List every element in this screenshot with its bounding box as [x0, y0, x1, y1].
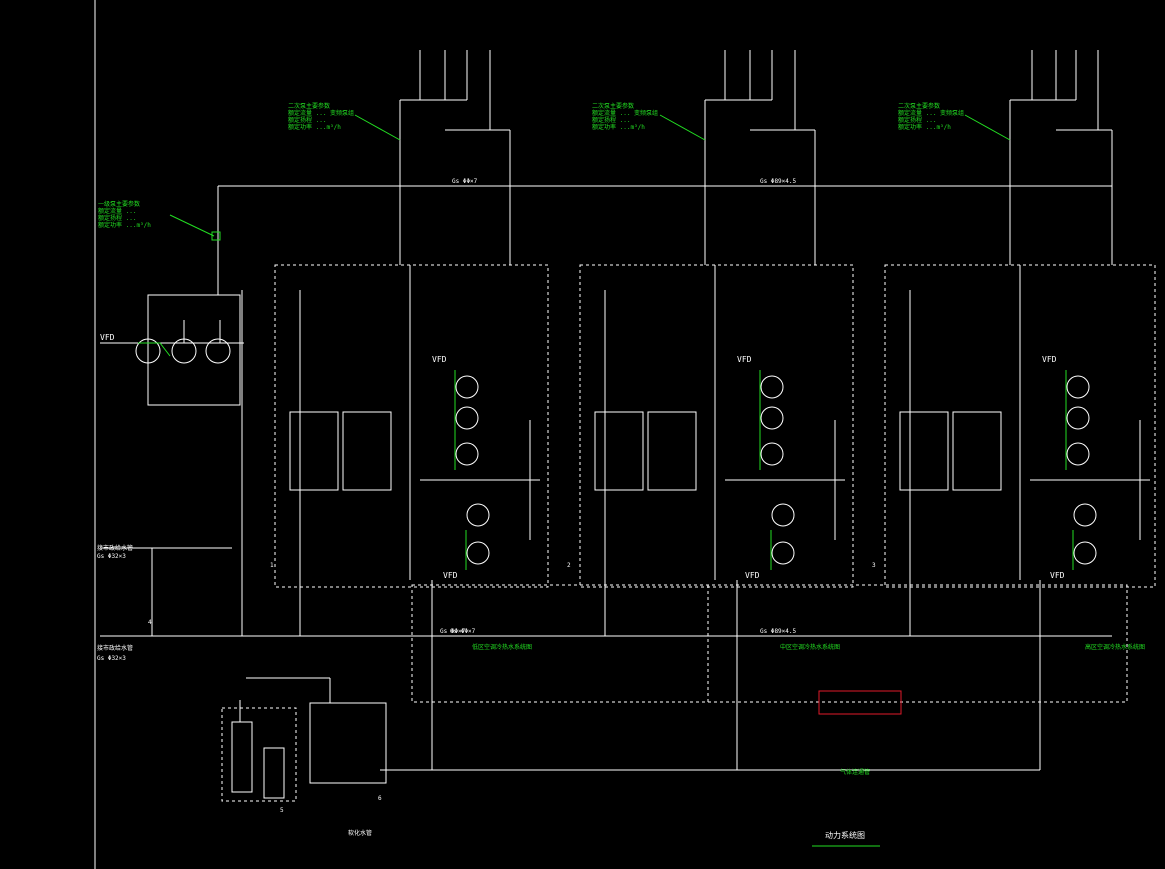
system-1-pump-3	[455, 442, 479, 466]
system-2-note-4: 额定功率 ...m³/h	[592, 123, 645, 131]
primary-pump-1	[135, 338, 161, 364]
makeup-label-3: 接市政给水管	[97, 644, 133, 652]
unit-4-label: 4	[148, 619, 152, 626]
primary-note-line-3: 额定扬程 ...	[98, 214, 136, 222]
system-3-note-1: 二次泵主要参数	[898, 102, 940, 110]
system-2-pump-2	[760, 406, 784, 430]
system-2-pump-5	[771, 541, 795, 565]
system-3-pump-1	[1066, 375, 1090, 399]
system-3-pump-2	[1066, 406, 1090, 430]
bottom-header-label: Gs ΦΦ×7	[440, 628, 466, 635]
system-1-index: 1	[270, 562, 274, 569]
system-3-pump-5	[1073, 541, 1097, 565]
primary-pump-3	[205, 338, 231, 364]
system-1-pump-1	[455, 375, 479, 399]
system-2-return-label: Gs Φ89×4.5	[760, 628, 797, 635]
system-3-pump-4	[1073, 503, 1097, 527]
system-2-note-2: 额定流量 ... 变频泵组	[592, 109, 658, 117]
system-2-note-1: 二次泵主要参数	[592, 102, 634, 110]
system-2: VFD VFD Gs Φ89×4.5 Gs Φ89×4.5 2 中区空调冷热水系…	[567, 50, 854, 770]
system-1-pump-4	[466, 503, 490, 527]
gas-connect-label: 气体连通管	[840, 768, 870, 776]
system-3-pump-3	[1066, 442, 1090, 466]
system-1: VFD VFD Gs ΦΦ×7 Gs ΦΦ×7 1 低区空调冷热水系统图 二次泵…	[270, 50, 549, 770]
system-2-pump-4	[771, 503, 795, 527]
primary-note-line-4: 额定功率 ...m³/h	[98, 221, 151, 229]
makeup-water-assembly	[100, 547, 432, 802]
highlight-box	[818, 690, 902, 715]
system-2-pump-3	[760, 442, 784, 466]
system-1-note-1: 二次泵主要参数	[288, 102, 330, 110]
system-2-note-3: 额定扬程 ...	[592, 116, 630, 124]
system-1-supply-label: Gs ΦΦ×7	[452, 178, 478, 185]
expansion-header	[380, 584, 1128, 771]
system-1-caption: 低区空调冷热水系统图	[472, 643, 532, 651]
unit-5-label: 5	[280, 807, 284, 814]
system-2-pump-1	[760, 375, 784, 399]
system-1-note-4: 额定功率 ...m³/h	[288, 123, 341, 131]
makeup-label-2: Gs Φ32×3	[97, 553, 126, 560]
top-supply-header	[217, 185, 1112, 637]
system-2-vfd-bottom: VFD	[745, 571, 760, 580]
system-3: VFD VFD 3 高区空调冷热水系统图 二次泵主要参数 额定流量 ... 变频…	[872, 50, 1156, 770]
primary-note-line-1: 一级泵主要参数	[98, 200, 140, 208]
system-2-vfd-top: VFD	[737, 355, 752, 364]
system-3-vfd-bottom: VFD	[1050, 571, 1065, 580]
system-3-index: 3	[872, 562, 876, 569]
system-1-pump-5	[466, 541, 490, 565]
unit-6-label: 6	[378, 795, 382, 802]
system-1-pump-2	[455, 406, 479, 430]
system-2-supply-label: Gs Φ89×4.5	[760, 178, 797, 185]
system-1-vfd-bottom: VFD	[443, 571, 458, 580]
system-1-return-label: Gs ΦΦ×7	[450, 628, 476, 635]
system-1-vfd-top: VFD	[432, 355, 447, 364]
system-1-note-2: 额定流量 ... 变频泵组	[288, 109, 354, 117]
primary-pump-group: VFD 一级泵主要参数 额定流量 ... 额定扬程 ... 额定功率 ...m³…	[98, 200, 244, 636]
system-3-vfd-top: VFD	[1042, 355, 1057, 364]
drawing-title: 动力系统图	[825, 830, 865, 840]
system-2-caption: 中区空调冷热水系统图	[780, 643, 840, 651]
makeup-label-soft: 软化水管	[348, 829, 372, 837]
system-3-note-3: 额定扬程 ...	[898, 116, 936, 124]
primary-valve-icon	[211, 231, 221, 241]
primary-pump-2	[171, 338, 197, 364]
system-3-note-4: 额定功率 ...m³/h	[898, 123, 951, 131]
makeup-label-4: Gs Φ32×3	[97, 655, 126, 662]
primary-vfd-label: VFD	[100, 333, 115, 342]
system-2-index: 2	[567, 562, 571, 569]
system-1-note-3: 额定扬程 ...	[288, 116, 326, 124]
primary-note-line-2: 额定流量 ...	[98, 207, 136, 215]
system-3-note-2: 额定流量 ... 变频泵组	[898, 109, 964, 117]
system-3-caption: 高区空调冷热水系统图	[1085, 643, 1145, 651]
makeup-label-1: 接市政给水管	[97, 544, 133, 552]
primary-note-leader	[169, 214, 215, 237]
